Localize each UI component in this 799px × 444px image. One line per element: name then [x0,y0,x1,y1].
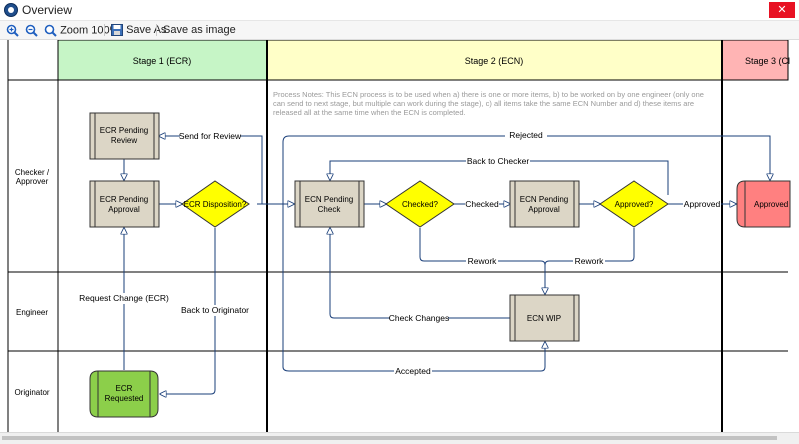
scrollbar-thumb[interactable] [2,436,777,440]
process-notes: Process Notes: This ECN process is to be… [273,90,704,117]
node-ecn-pending-check[interactable]: ECN Pending Check [294,180,365,228]
stage-header-3 [721,40,789,81]
stage-3-label: Stage 3 (Cl [745,56,790,66]
svg-text:Approved: Approved [754,200,788,209]
toolbar-divider [156,24,157,36]
svg-text:Approval: Approval [528,205,560,214]
toolbar-divider [104,24,105,36]
decision-approved[interactable]: Approved? [599,180,669,228]
zoom-100-button[interactable]: Zoom 100% [44,24,119,37]
zoom-reset-icon [44,24,57,37]
save-as-image-button[interactable]: Save as image [163,24,236,36]
svg-text:ECN Pending: ECN Pending [520,195,568,204]
lane-checker-label: Checker / [15,168,50,177]
label-rework-1: Rework [468,256,498,266]
svg-text:Approved?: Approved? [615,200,654,209]
label-accepted: Accepted [395,366,431,376]
node-ecn-wip[interactable]: ECN WIP [509,294,580,342]
label-request-change: Request Change (ECR) [79,293,169,303]
window-title: Overview [22,3,73,17]
lane-originator-label: Originator [14,388,49,397]
close-button[interactable]: ✕ [769,2,795,18]
svg-text:Review: Review [111,136,137,145]
horizontal-scrollbar[interactable] [0,432,799,444]
label-back-to-originator: Back to Originator [181,305,249,315]
save-as-button[interactable]: Save As [111,24,166,37]
swimlane-grid [7,40,789,432]
diagram-canvas[interactable]: Stage 1 (ECR) Stage 2 (ECN) Stage 3 (Cl … [0,40,799,432]
zoom-out-button[interactable] [25,24,38,37]
zoom-out-icon [25,24,38,37]
edge-check-changes [330,228,510,319]
node-approved-state[interactable]: Approved [736,180,791,228]
toolbar: Zoom 100% Save As Save as image [0,21,799,40]
svg-text:ECR Pending: ECR Pending [100,126,148,135]
edge-rework-2 [544,228,635,266]
label-send-for-review: Send for Review [179,131,242,141]
edge-back-to-originator [160,228,216,394]
label-approved: Approved [684,199,721,209]
svg-text:Requested: Requested [105,394,144,403]
title-bar: Overview ✕ [0,0,799,21]
zoom-in-icon [6,24,19,37]
svg-text:ECR Pending: ECR Pending [100,195,148,204]
svg-text:Check: Check [318,205,342,214]
label-rework-2: Rework [575,256,605,266]
save-icon [111,24,123,37]
app-logo-icon [4,3,18,17]
stage-1-label: Stage 1 (ECR) [133,56,192,66]
label-rejected: Rejected [509,130,543,140]
label-back-to-checker: Back to Checker [467,156,530,166]
stage-2-label: Stage 2 (ECN) [465,56,524,66]
node-ecr-requested[interactable]: ECR Requested [89,370,159,418]
lane-engineer-label: Engineer [16,308,48,317]
save-as-label: Save As [126,24,167,36]
svg-text:Process Notes: This ECN proces: Process Notes: This ECN process is to be… [273,90,704,99]
node-ecn-pending-approval[interactable]: ECN Pending Approval [509,180,580,228]
svg-text:released all at the same time: released all at the same time when the E… [273,108,466,117]
svg-text:Approval: Approval [108,205,140,214]
node-ecr-pending-review[interactable]: ECR Pending Review [89,112,160,160]
workflow-diagram: Stage 1 (ECR) Stage 2 (ECN) Stage 3 (Cl … [7,40,791,432]
svg-text:ECN Pending: ECN Pending [305,195,353,204]
stage-header-1 [57,40,268,81]
decision-ecr-disposition[interactable]: ECR Disposition? [181,180,250,228]
decision-checked[interactable]: Checked? [385,180,455,228]
node-ecr-pending-approval[interactable]: ECR Pending Approval [89,180,160,228]
zoom-in-button[interactable] [6,24,19,37]
svg-text:can send to next stage, but mu: can send to next stage, but multiple can… [273,99,694,108]
svg-text:Checked?: Checked? [402,200,439,209]
svg-text:ECR Disposition?: ECR Disposition? [184,200,247,209]
label-checked: Checked [465,199,499,209]
svg-text:ECN WIP: ECN WIP [527,314,561,323]
edge-rejected [282,135,770,204]
svg-text:ECR: ECR [116,384,133,393]
label-check-changes: Check Changes [389,313,449,323]
lane-approver-label: Approver [16,177,49,186]
